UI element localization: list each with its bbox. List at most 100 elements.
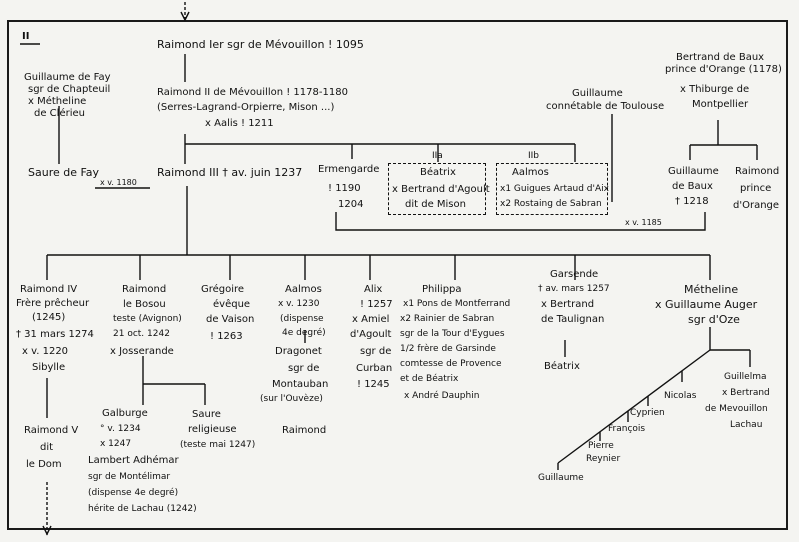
spouse-1: x1 Pons de Montferrand (403, 299, 511, 309)
spouse: x Bertrand d'Agoult (392, 184, 490, 195)
name: Alix (364, 284, 383, 295)
degree: 4e degré) (282, 328, 326, 338)
spouse-family: de Taulignan (541, 314, 605, 325)
spouse-3: x André Dauphin (404, 391, 480, 401)
lordship: Montauban (272, 379, 329, 390)
date: ! 1257 (360, 299, 393, 310)
child: Raimond (282, 425, 327, 436)
name: Galburge (102, 408, 148, 419)
lordship: Curban (356, 363, 393, 374)
birth: ° v. 1234 (100, 424, 141, 434)
spouse-title: sgr de (288, 363, 320, 374)
spouse-2: x2 Rainier de Sabran (400, 314, 495, 324)
epithet-2: le Dom (26, 459, 62, 470)
name: Philippa (422, 284, 462, 295)
lordship-place: (sur l'Ouvèze) (260, 394, 323, 404)
holdings: (Serres-Lagrand-Orpierre, Mison ...) (157, 102, 335, 113)
name: Bertrand de Baux (676, 52, 765, 63)
spouse-title: dit de Mison (405, 199, 466, 210)
title: religieuse (188, 424, 237, 435)
title: évêque (213, 299, 251, 310)
spouse-2-title: sgr de la Tour d'Eygues (400, 329, 505, 339)
spouse: Lambert Adhémar (88, 455, 179, 466)
spouse-2: x2 Rostaing de Sabran (500, 199, 602, 209)
spouse: x Guillaume Auger (655, 298, 758, 311)
testament: teste (Avignon) (113, 314, 182, 324)
realm: d'Orange (733, 200, 780, 211)
name: Guillaume (668, 166, 719, 177)
title: prince d'Orange (1178) (665, 64, 782, 75)
title: Frère prêcheur (16, 298, 90, 309)
child: Béatrix (544, 361, 580, 372)
nickname: le Bosou (123, 299, 166, 310)
marriage: x v. 1230 (278, 299, 320, 309)
name: Raimond V (24, 425, 79, 436)
death: † av. mars 1257 (538, 284, 610, 294)
inheritance: hérite de Lachau (1242) (88, 504, 197, 514)
name: Ermengarde (318, 164, 380, 175)
spouse: Dragonet (275, 346, 322, 357)
spouse-date: ! 1245 (357, 379, 390, 390)
marriage: x v. 1220 (22, 346, 69, 357)
title: connétable de Toulouse (546, 101, 665, 112)
relation-2: et de Béatrix (400, 374, 459, 384)
child-guillaume: Guillaume (538, 473, 584, 483)
relation: 1/2 frère de Garsinde (400, 344, 496, 354)
name: Guillaume (572, 88, 623, 99)
raimond-3: Raimond III † av. juin 1237 (157, 166, 303, 179)
aalmos-box (496, 163, 608, 215)
saure-de-fay: Saure de Fay (28, 166, 100, 179)
relation-title: comtesse de Provence (400, 359, 502, 369)
date: ! 1263 (210, 331, 243, 342)
death: † 31 mars 1274 (16, 329, 94, 340)
title: sgr de Chapteuil (28, 84, 111, 95)
epithet-1: dit (40, 442, 54, 453)
child-cyprien: Cyprien (630, 408, 665, 418)
spouse: x Aalis ! 1211 (205, 118, 274, 129)
spouse-title: sgr de Montélimar (88, 472, 171, 482)
testament: (teste mai 1247) (180, 440, 256, 450)
name: Grégoire (201, 284, 245, 295)
name: Raimond II de Mévouillon ! 1178-1180 (157, 87, 348, 98)
guillelma-spouse: x Bertrand (722, 388, 770, 398)
marriage-saure: x v. 1180 (100, 178, 137, 187)
death: † 1218 (675, 196, 709, 207)
spouse: x Métheline (28, 96, 87, 107)
guillelma-spouse-lordship: Lachau (730, 420, 763, 430)
family: de Baux (672, 181, 713, 192)
name: Raimond IV (20, 284, 78, 295)
spouse-family: d'Agoult (350, 329, 392, 340)
see: de Vaison (206, 314, 255, 325)
name: Saure (192, 409, 221, 420)
child-nicolas: Nicolas (664, 391, 697, 401)
title: prince (740, 183, 772, 194)
spouse-title: sgr de (360, 346, 392, 357)
spouse-family: Montpellier (692, 99, 749, 110)
child-guillelma: Guillelma (724, 372, 767, 382)
spouse-family: de Clérieu (34, 108, 85, 119)
spouse: x Thiburge de (680, 84, 750, 95)
spouse-title: sgr d'Oze (688, 313, 740, 326)
spouse: x Josserande (110, 346, 174, 357)
name: Béatrix (420, 167, 456, 178)
date: 21 oct. 1242 (113, 329, 170, 339)
date-1: ! 1190 (328, 183, 361, 194)
name: Garsende (550, 269, 599, 280)
aalmos-label: IIb (528, 151, 540, 161)
dispensation: (dispense (280, 314, 324, 324)
name: Guillaume de Fay (24, 72, 111, 83)
panel-label: II (22, 31, 30, 42)
beatrix-label: IIa (432, 151, 443, 161)
spouse-1: x1 Guigues Artaud d'Aix (500, 184, 609, 194)
beatrix-box (388, 163, 486, 215)
name: Aalmos (512, 167, 549, 178)
date-2: 1204 (338, 199, 364, 210)
name: Raimond (122, 284, 167, 295)
name: Raimond (735, 166, 780, 177)
dispensation: (dispense 4e degré) (88, 488, 179, 498)
child-francois: François (608, 424, 646, 434)
guillelma-spouse-family: de Mevouillon (705, 404, 768, 414)
name: Métheline (684, 283, 739, 296)
